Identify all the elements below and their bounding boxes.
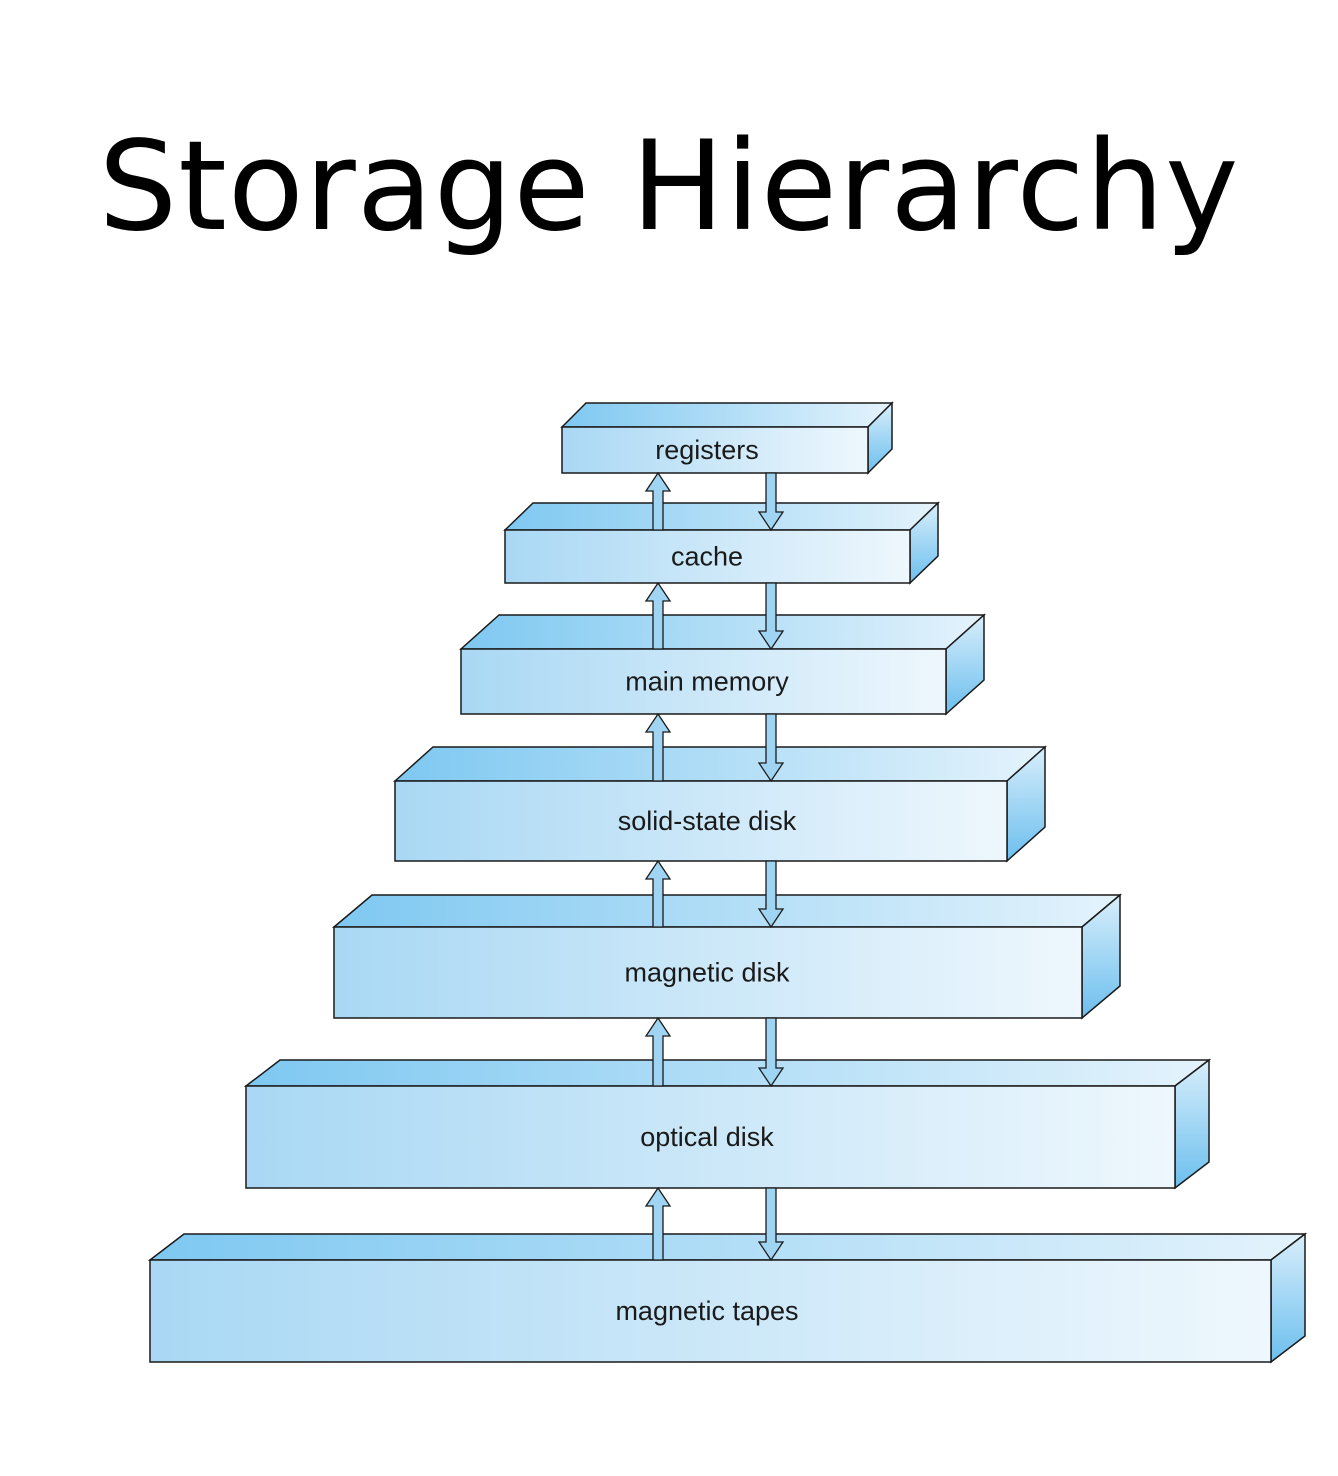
down-arrow-icon: [757, 1017, 785, 1088]
level-front-face: [460, 648, 947, 715]
up-arrow-icon: [644, 1016, 672, 1087]
up-arrow-icon: [644, 1186, 672, 1261]
up-arrow-icon: [644, 712, 672, 782]
level-front-face: [245, 1085, 1176, 1189]
level-box-magnetic-disk: magnetic disk: [331, 893, 1123, 1020]
up-arrow-icon: [644, 859, 672, 928]
level-top-face: [503, 502, 940, 531]
down-arrow-icon: [757, 860, 785, 929]
level-top-face: [393, 746, 1047, 782]
down-arrow-icon: [757, 713, 785, 783]
level-label: solid-state disk: [618, 806, 797, 836]
level-label: cache: [671, 542, 743, 572]
down-arrow-icon: [757, 582, 785, 651]
level-front-face: [561, 426, 869, 474]
level-label: registers: [655, 435, 759, 465]
level-front-face: [394, 780, 1008, 862]
level-label: magnetic tapes: [615, 1296, 798, 1326]
level-front-face: [504, 529, 911, 584]
level-box-solid-state-disk: solid-state disk: [393, 745, 1047, 863]
level-label: optical disk: [640, 1122, 774, 1152]
level-top-face: [459, 614, 986, 650]
level-top-face: [147, 1233, 1308, 1261]
level-top-face: [243, 1059, 1212, 1087]
level-front-face: [333, 926, 1083, 1019]
level-box-cache: cache: [503, 501, 940, 585]
down-arrow-icon: [757, 1187, 785, 1262]
level-top-face: [560, 402, 894, 428]
up-arrow-icon: [644, 581, 672, 650]
level-front-face: [149, 1259, 1272, 1363]
level-box-registers: registers: [560, 401, 894, 475]
level-top-face: [331, 894, 1123, 928]
level-box-optical-disk: optical disk: [243, 1058, 1212, 1190]
down-arrow-icon: [757, 472, 785, 532]
level-label: main memory: [625, 667, 789, 697]
page-title: Storage Hierarchy: [98, 115, 1240, 259]
up-arrow-icon: [644, 471, 672, 531]
level-box-main-memory: main memory: [459, 613, 986, 716]
level-box-magnetic-tapes: magnetic tapes: [147, 1232, 1308, 1364]
level-label: magnetic disk: [624, 958, 790, 988]
